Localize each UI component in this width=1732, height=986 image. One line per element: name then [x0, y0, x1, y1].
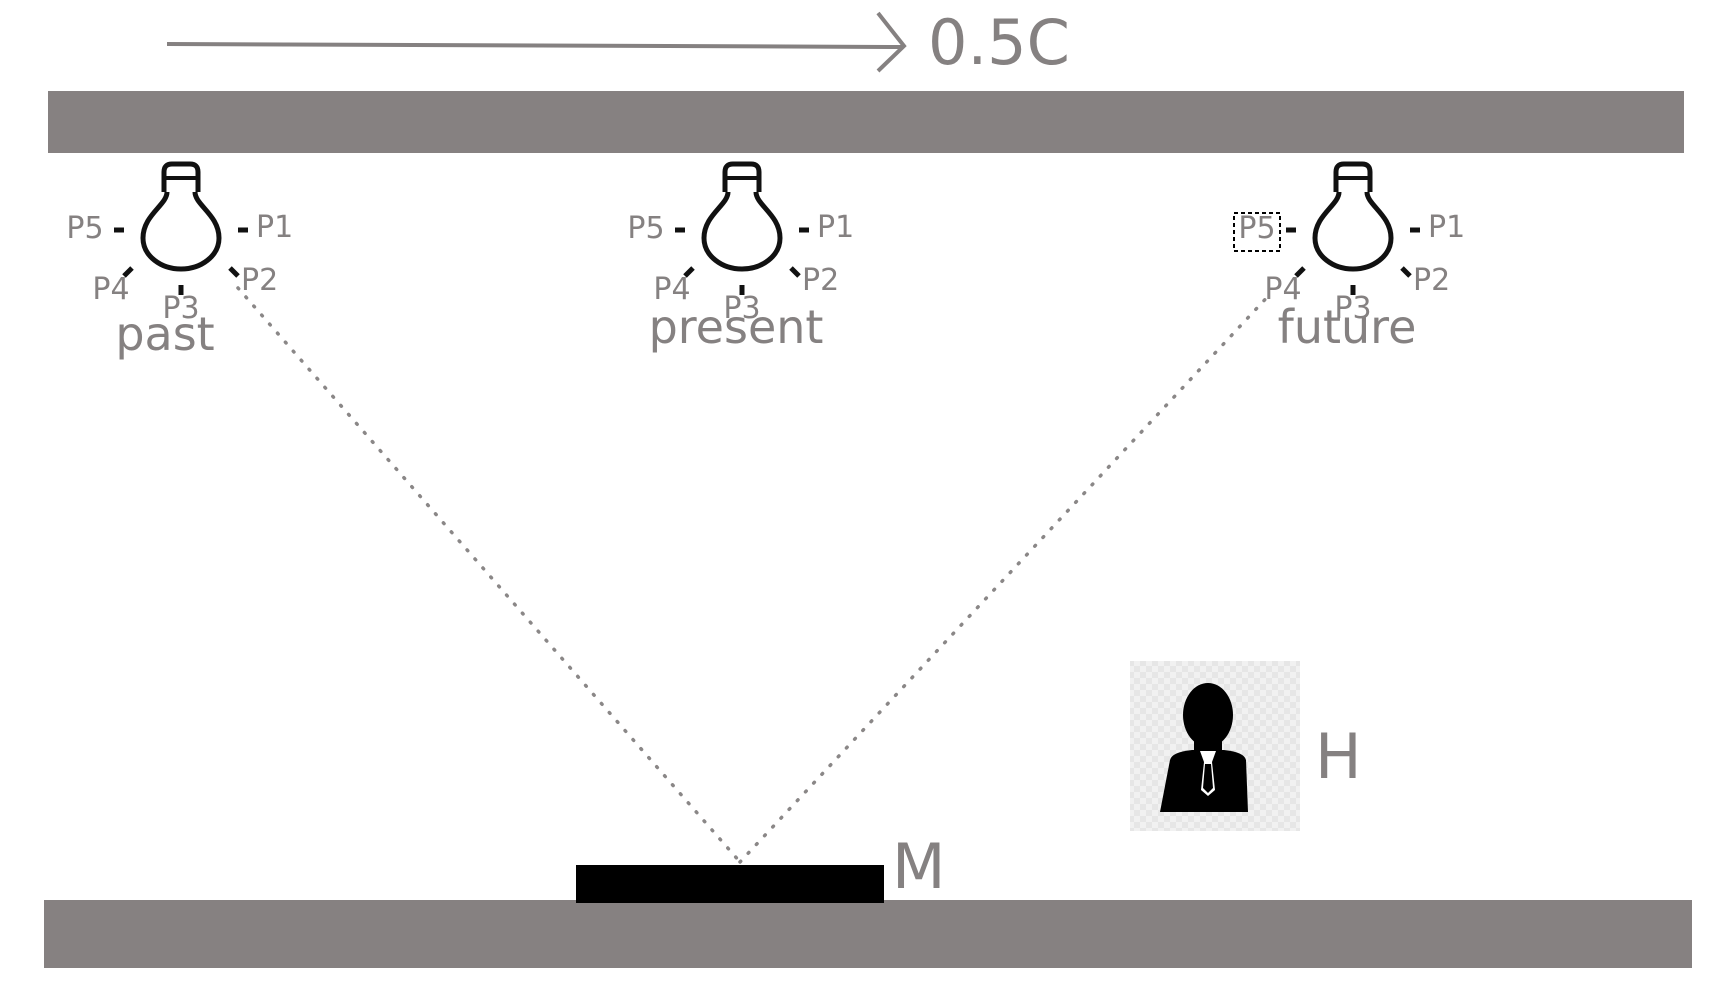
person-icon	[1160, 683, 1248, 812]
bottom-rail	[44, 900, 1692, 968]
port-label-p1: P1	[817, 210, 854, 245]
port-tick-p4	[683, 266, 695, 278]
selection-box[interactable]	[1233, 212, 1281, 252]
port-label-p5: P5	[627, 211, 664, 246]
mirror-label: M	[892, 830, 946, 903]
port-label-p3: P3	[723, 291, 760, 326]
bulb-label-past: past	[115, 307, 214, 361]
port-tick-p4	[1294, 266, 1306, 278]
port-label-p5: P5	[66, 211, 103, 246]
port-label-p3: P3	[1334, 291, 1371, 326]
observer	[1130, 661, 1300, 831]
light-ray-past	[236, 286, 742, 864]
lightbulb-icon	[701, 161, 783, 272]
port-label-p1: P1	[256, 210, 293, 245]
port-label-p3: P3	[162, 291, 199, 326]
top-rail	[48, 91, 1684, 153]
port-tick-p2	[228, 266, 240, 278]
port-label-p2: P2	[241, 263, 278, 298]
arrow-right-icon	[166, 11, 907, 73]
mirror	[576, 865, 884, 903]
lightbulb-icon	[140, 161, 222, 272]
port-tick-p4	[122, 266, 134, 278]
observer-label: H	[1315, 720, 1362, 793]
port-label-p2: P2	[802, 263, 839, 298]
light-ray-future	[738, 290, 1274, 864]
port-label-p1: P1	[1428, 210, 1465, 245]
port-tick-p2	[1400, 266, 1412, 278]
speed-label: 0.5C	[928, 6, 1070, 79]
bulb-label-future: future	[1278, 300, 1417, 354]
port-label-p2: P2	[1413, 263, 1450, 298]
lightbulb-icon	[1312, 161, 1394, 272]
port-label-p4: P4	[653, 272, 690, 307]
port-label-p4: P4	[1264, 272, 1301, 307]
port-tick-p2	[789, 266, 801, 278]
port-label-p4: P4	[92, 272, 129, 307]
bulb-label-present: present	[649, 300, 824, 354]
port-label-p5: P5	[1238, 211, 1275, 246]
